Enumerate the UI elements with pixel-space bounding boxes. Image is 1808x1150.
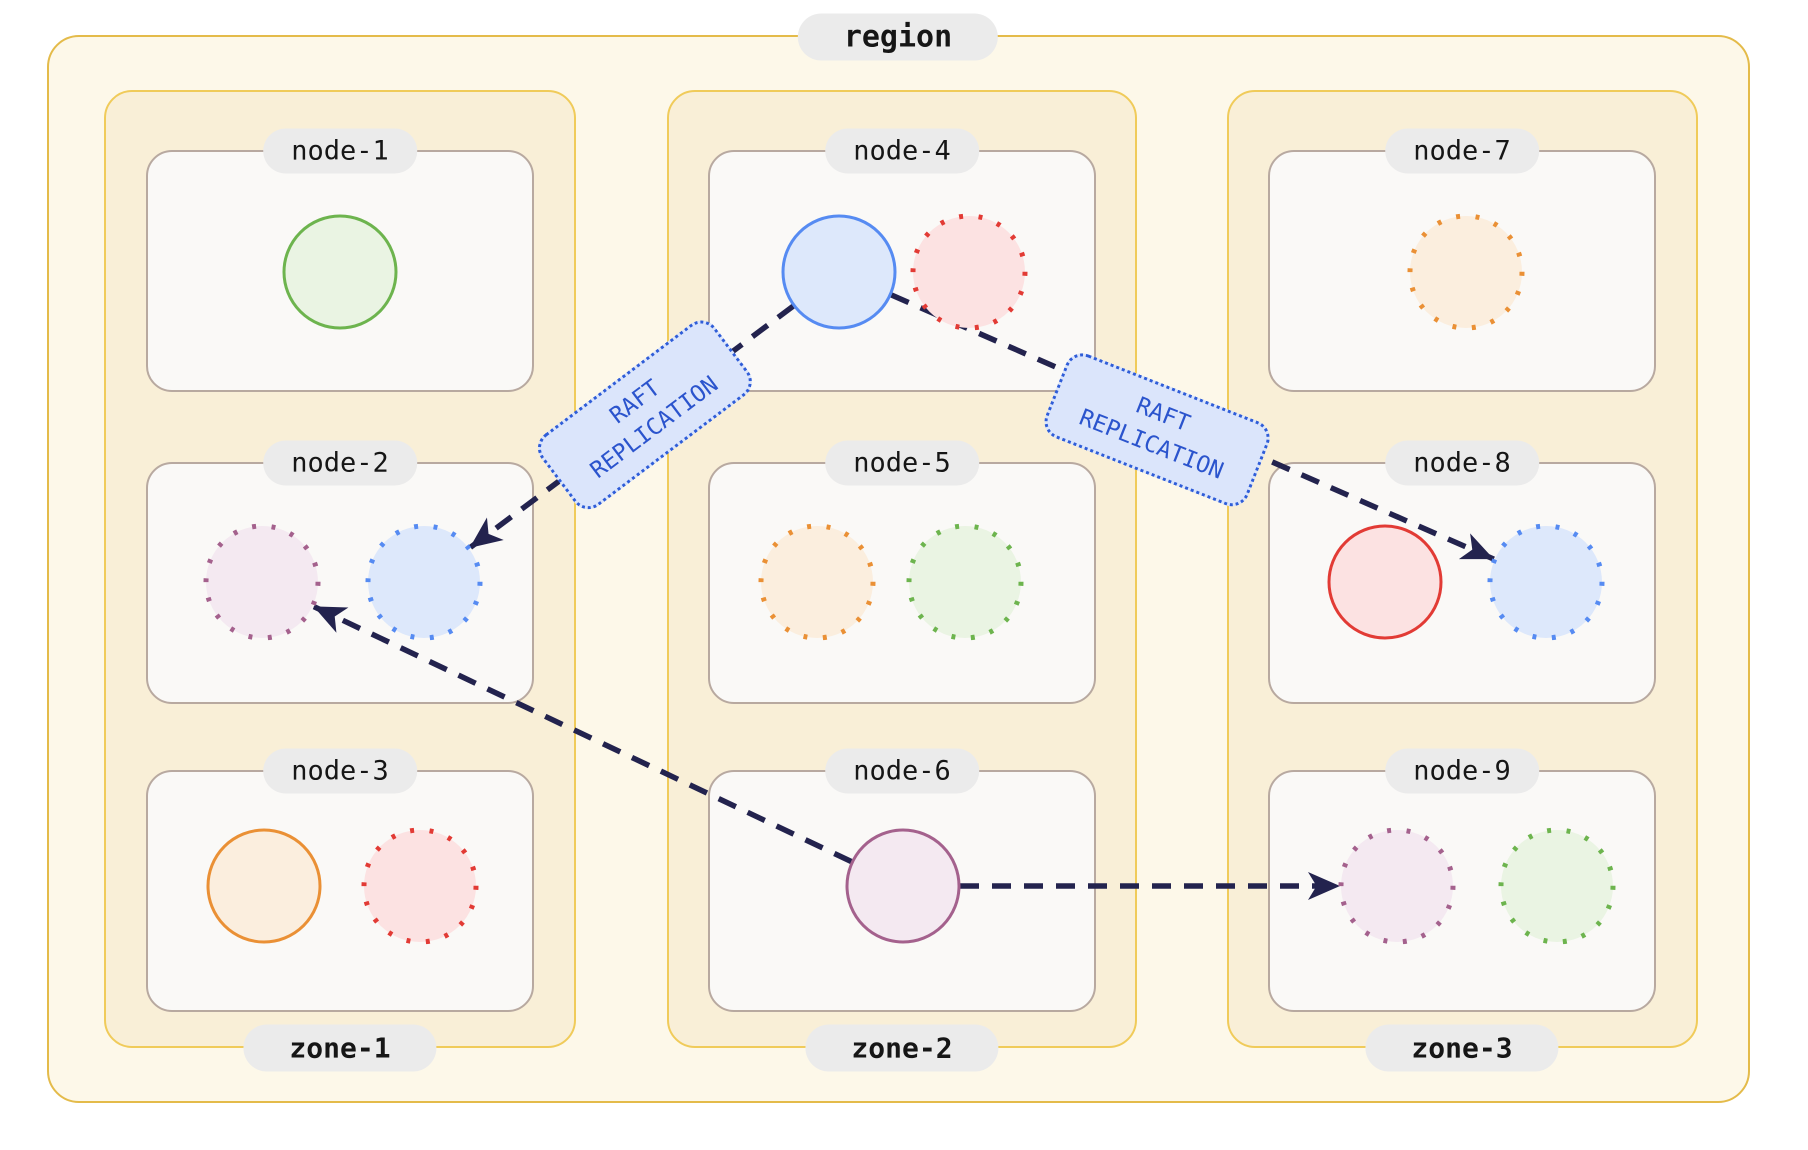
node-9-container bbox=[1268, 770, 1656, 1012]
node-1-container bbox=[146, 150, 534, 392]
zone-2-label: zone-2 bbox=[805, 1024, 999, 1072]
node-6-label: node-6 bbox=[825, 748, 979, 794]
node-7-label: node-7 bbox=[1385, 128, 1539, 174]
node-1-label: node-1 bbox=[263, 128, 417, 174]
node-3-label: node-3 bbox=[263, 748, 417, 794]
node-5-container bbox=[708, 462, 1096, 704]
zone-3-label: zone-3 bbox=[1365, 1024, 1559, 1072]
node-2-container bbox=[146, 462, 534, 704]
node-8-label: node-8 bbox=[1385, 440, 1539, 486]
node-5-label: node-5 bbox=[825, 440, 979, 486]
node-3-container bbox=[146, 770, 534, 1012]
zone-1-label: zone-1 bbox=[243, 1024, 437, 1072]
node-7-container bbox=[1268, 150, 1656, 392]
node-8-container bbox=[1268, 462, 1656, 704]
region-label: region bbox=[797, 13, 999, 61]
node-2-label: node-2 bbox=[263, 440, 417, 486]
node-6-container bbox=[708, 770, 1096, 1012]
node-9-label: node-9 bbox=[1385, 748, 1539, 794]
node-4-label: node-4 bbox=[825, 128, 979, 174]
node-4-container bbox=[708, 150, 1096, 392]
